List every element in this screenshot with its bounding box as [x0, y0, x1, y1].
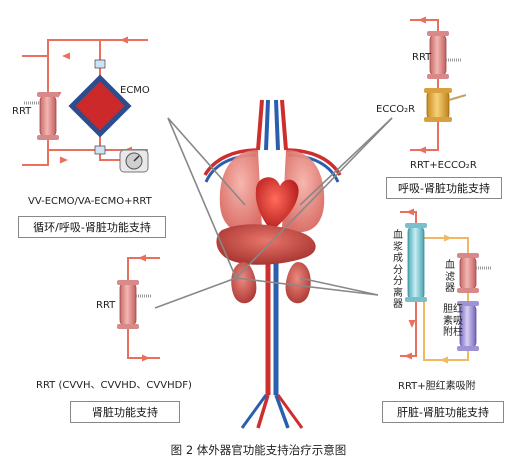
- ecco2r-circuit: [410, 16, 467, 154]
- ecco2r-device-icon: [426, 89, 450, 121]
- ecmo-label: ECMO: [120, 85, 150, 96]
- connector-ecmo-kidney: [167, 117, 237, 279]
- flow-arrow-icon: [120, 36, 128, 44]
- ecco2r-panel-rrt-label: RRT: [412, 52, 432, 63]
- hemofilter-icon: [459, 255, 477, 291]
- anatomy-illustration: [203, 99, 342, 429]
- connector-lines: [154, 117, 393, 309]
- rrt-filter-icon: [429, 33, 447, 77]
- rrt-filter-icon: [39, 94, 57, 138]
- liver-mode-label: RRT+胆红素吸附: [398, 381, 476, 392]
- ecmo-circuit: [22, 36, 149, 173]
- ecco2r-support-box: 呼吸-肾脏功能支持: [386, 177, 502, 199]
- bilirubin-column-label: 胆红素吸附柱: [443, 304, 463, 338]
- ecmo-panel-rrt-label: RRT: [12, 106, 32, 117]
- ecmo-mode-label: VV-ECMO/VA-ECMO+RRT: [28, 196, 152, 207]
- connector-liver-kidney-2: [235, 277, 379, 296]
- plasma-separator-label: 血浆成分分离器: [393, 230, 403, 310]
- ecco2r-mode-label: RRT+ECCO₂R: [410, 160, 477, 171]
- figure-caption: 图 2 体外器官功能支持治疗示意图: [170, 443, 347, 457]
- rrt-support-box: 肾脏功能支持: [70, 401, 180, 423]
- plasma-separator-icon: [407, 225, 425, 301]
- ecmo-support-box: 循环/呼吸-肾脏功能支持: [18, 216, 166, 238]
- connector-ecco2r-lung: [299, 117, 393, 206]
- rrt-mode-label: RRT (CVVH、CVVHD、CVVHDF): [36, 380, 192, 391]
- ecmo-oxygenator-icon: [68, 74, 132, 138]
- connector-rrt-kidney: [154, 277, 237, 309]
- connector-ecmo-heart: [167, 117, 246, 206]
- rrt-panel-rrt-label: RRT: [96, 300, 116, 311]
- liver-support-box: 肝脏-肾脏功能支持: [382, 401, 504, 423]
- connector-ecco2r-kidney: [235, 117, 393, 279]
- ecco2r-label: ECCO₂R: [376, 104, 416, 115]
- rrt-filter-icon: [119, 281, 137, 327]
- rrt-circuit: [117, 254, 160, 362]
- liver-circuit: [400, 208, 492, 364]
- hemofilter-label: 血滤器: [445, 260, 455, 294]
- connector-liver-kidney: [299, 277, 379, 296]
